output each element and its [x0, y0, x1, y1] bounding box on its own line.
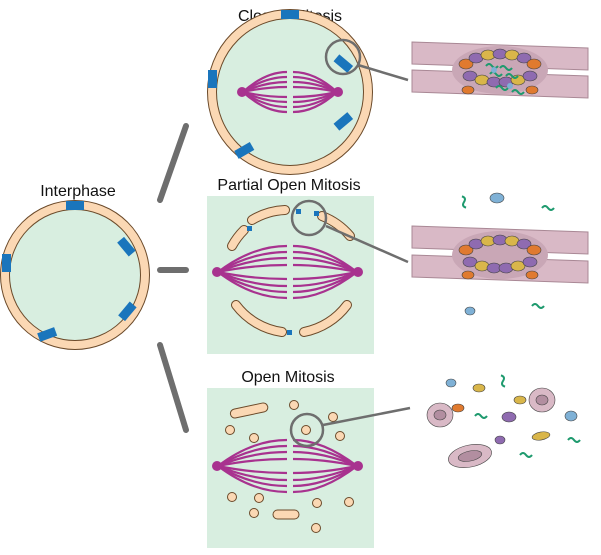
- fg-repeats: [485, 63, 525, 95]
- connectors: [157, 123, 189, 433]
- label-partial-open-mitosis: Partial Open Mitosis: [217, 177, 360, 194]
- free-particles: [461, 192, 555, 316]
- zoom-pointer: [325, 224, 409, 264]
- zoom-circle: [290, 199, 328, 237]
- membrane-vesicles: [426, 387, 556, 468]
- nuclear-pore-complex-closed: [411, 41, 589, 99]
- spindle-pole-right: [353, 267, 363, 277]
- closed-mitosis-nucleus: [207, 9, 409, 175]
- spindle-pole-left: [237, 87, 247, 97]
- spindle-pole-right: [353, 461, 363, 471]
- nuclear-pores: [208, 10, 354, 159]
- label-open-mitosis: Open Mitosis: [241, 369, 334, 386]
- mitotic-spindle: [217, 438, 358, 494]
- envelope-vesicles: [225, 400, 354, 533]
- mitotic-spindle: [217, 244, 358, 300]
- zoom-circle: [324, 38, 362, 76]
- connector-open: [157, 342, 189, 433]
- nuclear-pores: [247, 209, 319, 335]
- zoom-circle: [289, 412, 325, 448]
- dispersed-components: [426, 378, 578, 468]
- zoom-pointer: [322, 406, 411, 427]
- interphase-nucleus: [0, 200, 150, 350]
- nuclear-pores: [2, 201, 137, 342]
- open-mitosis-panel: [207, 388, 411, 548]
- zoom-pointer: [357, 63, 409, 82]
- fg-repeats: [474, 374, 581, 458]
- partial-open-mitosis-panel: [207, 196, 409, 354]
- spindle-pole-right: [333, 87, 343, 97]
- spindle-pole-left: [212, 461, 222, 471]
- nucleoporins: [458, 234, 542, 280]
- label-interphase: Interphase: [40, 183, 116, 200]
- nucleoporins: [458, 48, 542, 95]
- spindle-pole-left: [212, 267, 222, 277]
- nuclear-pore-complex-partial: [411, 192, 589, 316]
- connector-closed: [157, 123, 189, 203]
